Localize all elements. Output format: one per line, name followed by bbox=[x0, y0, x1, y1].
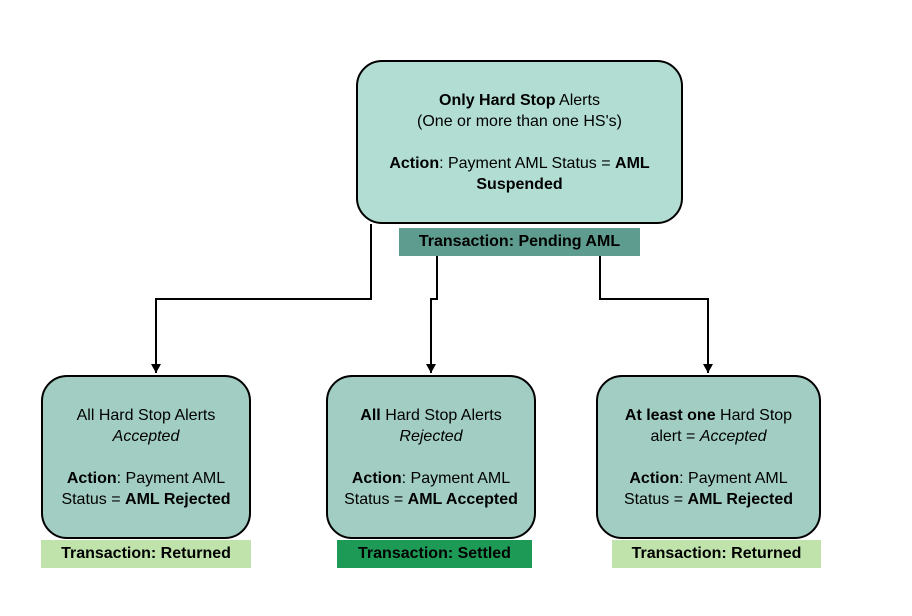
node-action: Action: Payment AML Status = AML bbox=[389, 154, 650, 172]
all-rejected-node: All Hard Stop Alerts Rejected Action: Pa… bbox=[326, 375, 536, 539]
node-action: Action: Payment AML bbox=[66, 469, 226, 487]
connector-to-right bbox=[599, 252, 713, 373]
status-badge-returned-right: Transaction: Returned bbox=[612, 540, 821, 568]
node-action-value: Status = AML Rejected bbox=[623, 490, 794, 508]
all-accepted-node: All Hard Stop Alerts Accepted Action: Pa… bbox=[41, 375, 251, 539]
status-badge-returned-left: Transaction: Returned bbox=[41, 540, 251, 568]
node-action-value: Status = AML Rejected bbox=[61, 490, 231, 508]
node-action: Action: Payment AML bbox=[629, 469, 788, 487]
node-action-value: Status = AML Accepted bbox=[344, 490, 518, 508]
status-badge-settled: Transaction: Settled bbox=[337, 540, 532, 568]
connector-to-middle bbox=[426, 252, 438, 373]
node-title: Only Hard Stop Alerts bbox=[439, 91, 600, 109]
connector-to-left bbox=[151, 224, 372, 373]
node-action: Action: Payment AML bbox=[351, 469, 511, 487]
node-title: All Hard Stop Alerts bbox=[360, 406, 502, 424]
node-subtitle: Rejected bbox=[399, 427, 463, 445]
node-subtitle: (One or more than one HS's) bbox=[417, 112, 622, 130]
node-subtitle: Accepted bbox=[112, 427, 180, 445]
status-badge-pending: Transaction: Pending AML bbox=[399, 228, 640, 256]
node-title: All Hard Stop Alerts bbox=[76, 406, 216, 424]
node-title: At least one Hard Stop bbox=[624, 406, 793, 424]
at-least-one-accepted-node: At least one Hard Stop alert = Accepted … bbox=[596, 375, 821, 539]
hard-stop-alerts-node: Only Hard Stop Alerts (One or more than … bbox=[356, 60, 683, 224]
node-subtitle: alert = Accepted bbox=[650, 427, 767, 445]
node-action-value: Suspended bbox=[476, 175, 563, 193]
